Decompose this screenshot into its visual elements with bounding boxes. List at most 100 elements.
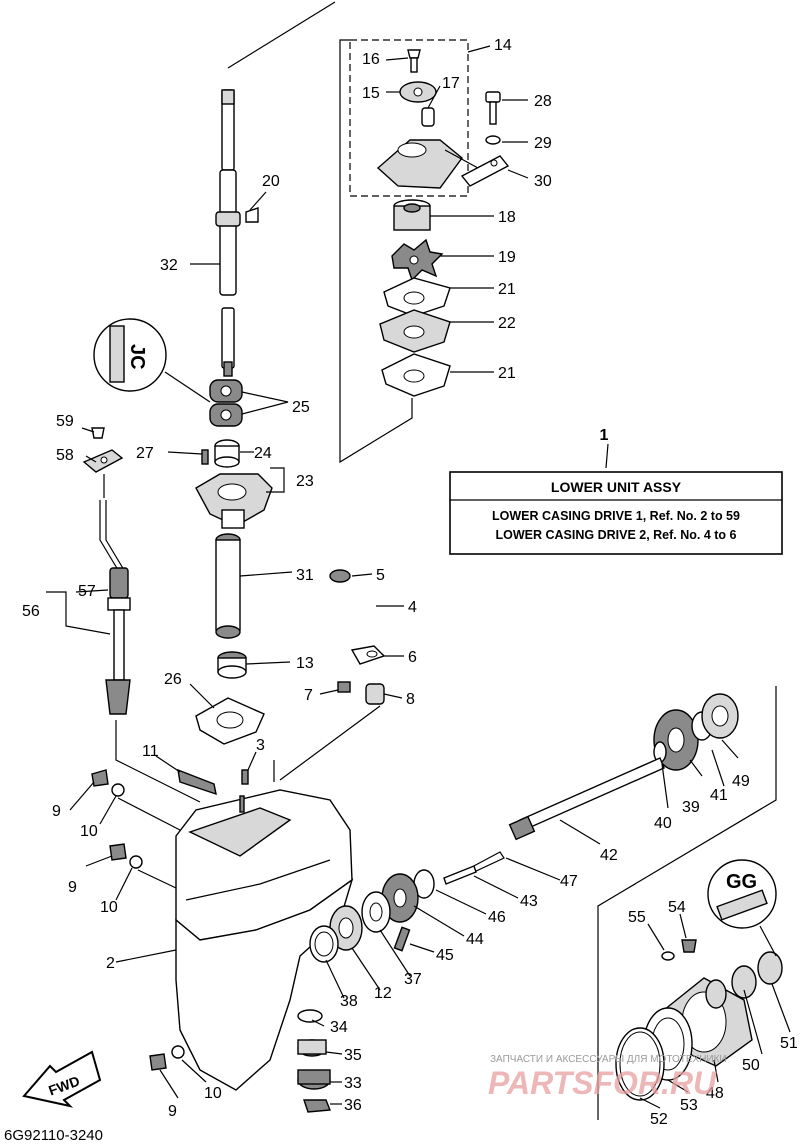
callout-18: 18 bbox=[498, 209, 516, 226]
callout-57: 57 bbox=[78, 583, 96, 600]
callout-10b: 10 bbox=[100, 899, 118, 916]
bearing-50 bbox=[705, 979, 727, 1009]
assy-title: LOWER UNIT ASSY bbox=[551, 479, 682, 495]
callout-10a: 10 bbox=[80, 823, 98, 840]
callout-21a: 21 bbox=[498, 281, 516, 298]
callout-25: 25 bbox=[292, 399, 310, 416]
lower-unit-assy-box: 1 LOWER UNIT ASSY LOWER CASING DRIVE 1, … bbox=[449, 427, 783, 555]
callout-56: 56 bbox=[22, 603, 40, 620]
callout-8: 8 bbox=[406, 691, 415, 708]
callout-2: 2 bbox=[106, 955, 115, 972]
bushing-24 bbox=[214, 439, 240, 468]
gear-44 bbox=[381, 873, 419, 923]
plate-30 bbox=[460, 155, 510, 187]
callout-22: 22 bbox=[498, 315, 516, 332]
washer-55 bbox=[661, 951, 675, 961]
o-ring-52 bbox=[615, 1027, 665, 1101]
shift-rod-assy bbox=[82, 427, 131, 715]
water-tube-4 bbox=[325, 589, 379, 631]
propeller-shaft-42 bbox=[508, 757, 665, 841]
callout-52: 52 bbox=[650, 1111, 668, 1128]
grommet-8 bbox=[365, 683, 385, 705]
callout-32: 32 bbox=[160, 257, 178, 274]
callout-53: 53 bbox=[680, 1097, 698, 1114]
seals-51 bbox=[731, 951, 783, 999]
callout-33: 33 bbox=[344, 1075, 362, 1092]
pin-45 bbox=[393, 926, 411, 952]
nut-36 bbox=[303, 1099, 331, 1113]
detail-bubble-top: JC bbox=[93, 318, 211, 403]
pin-27 bbox=[201, 449, 209, 465]
gasket-26 bbox=[195, 697, 265, 745]
callout-34: 34 bbox=[330, 1019, 348, 1036]
callout-17: 17 bbox=[442, 75, 460, 92]
shim-37 bbox=[361, 891, 391, 933]
callout-47: 47 bbox=[560, 873, 578, 890]
callout-9c: 9 bbox=[168, 1103, 177, 1120]
callout-15: 15 bbox=[362, 85, 380, 102]
plate-22 bbox=[379, 309, 451, 353]
callout-59: 59 bbox=[56, 413, 74, 430]
assy-line2: LOWER CASING DRIVE 2, Ref. No. 4 to 6 bbox=[496, 528, 737, 542]
callout-21b: 21 bbox=[498, 365, 516, 382]
callout-20: 20 bbox=[262, 173, 280, 190]
fwd-arrow-icon: FWD bbox=[22, 1050, 102, 1108]
plate-11 bbox=[177, 768, 217, 796]
callout-11: 11 bbox=[142, 743, 159, 760]
callout-4: 4 bbox=[408, 599, 417, 616]
callout-29: 29 bbox=[534, 135, 552, 152]
callout-28: 28 bbox=[534, 93, 552, 110]
washer-29 bbox=[485, 135, 501, 145]
lower-casing-2 bbox=[175, 789, 354, 1091]
callout-45: 45 bbox=[436, 947, 454, 964]
bolt-7 bbox=[337, 681, 351, 693]
callout-54: 54 bbox=[668, 899, 686, 916]
callout-48: 48 bbox=[706, 1085, 724, 1102]
grommet-5 bbox=[329, 569, 351, 583]
callout-51: 51 bbox=[780, 1035, 798, 1052]
liner-18 bbox=[393, 199, 431, 231]
callout-46: 46 bbox=[488, 909, 506, 926]
callout-19: 19 bbox=[498, 249, 516, 266]
bubble-right-label: GG bbox=[726, 871, 757, 893]
callout-50: 50 bbox=[742, 1057, 760, 1074]
pump-leader bbox=[339, 39, 413, 464]
callout-23: 23 bbox=[296, 473, 314, 490]
bearings-25 bbox=[209, 379, 243, 427]
housing-23 bbox=[195, 473, 273, 529]
detail-bubble-right: GG bbox=[707, 859, 777, 957]
tube-31 bbox=[215, 533, 241, 639]
gasket-21-top bbox=[383, 277, 451, 317]
callout-27: 27 bbox=[136, 445, 154, 462]
drive-shaft bbox=[215, 89, 241, 377]
callout-26: 26 bbox=[164, 671, 182, 688]
callout-42: 42 bbox=[600, 847, 618, 864]
callout-41: 41 bbox=[710, 787, 728, 804]
impeller-19 bbox=[391, 238, 444, 282]
callout-10c: 10 bbox=[204, 1085, 222, 1102]
bearing-13 bbox=[217, 651, 247, 679]
callout-36: 36 bbox=[344, 1097, 362, 1114]
callout-5: 5 bbox=[376, 567, 385, 584]
callout-9a: 9 bbox=[52, 803, 61, 820]
callout-7: 7 bbox=[304, 687, 313, 704]
callout-9b: 9 bbox=[68, 879, 77, 896]
assy-line1: LOWER CASING DRIVE 1, Ref. No. 2 to 59 bbox=[492, 509, 740, 523]
bearing-35 bbox=[297, 1039, 327, 1057]
callout-55: 55 bbox=[628, 909, 646, 926]
callout-43: 43 bbox=[520, 893, 538, 910]
callout-39: 39 bbox=[682, 799, 700, 816]
bubble-top-label: JC bbox=[126, 344, 148, 370]
shim-34 bbox=[297, 1009, 323, 1023]
footer-code: 6G92110-3240 bbox=[4, 1127, 103, 1144]
callout-38: 38 bbox=[340, 993, 358, 1010]
watermark: ЗАПЧАСТИ И АКСЕССУАРЫ ДЛЯ МОТОТЕХНИКИ PA… bbox=[488, 1054, 727, 1101]
callout-31: 31 bbox=[296, 567, 314, 584]
callout-leaders bbox=[46, 57, 791, 1109]
callout-40: 40 bbox=[654, 815, 672, 832]
watermark-caption: ЗАПЧАСТИ И АКСЕССУАРЫ ДЛЯ МОТОТЕХНИКИ bbox=[490, 1054, 727, 1065]
pin-20 bbox=[245, 207, 259, 223]
callout-58: 58 bbox=[56, 447, 74, 464]
clamp-6 bbox=[350, 645, 386, 665]
